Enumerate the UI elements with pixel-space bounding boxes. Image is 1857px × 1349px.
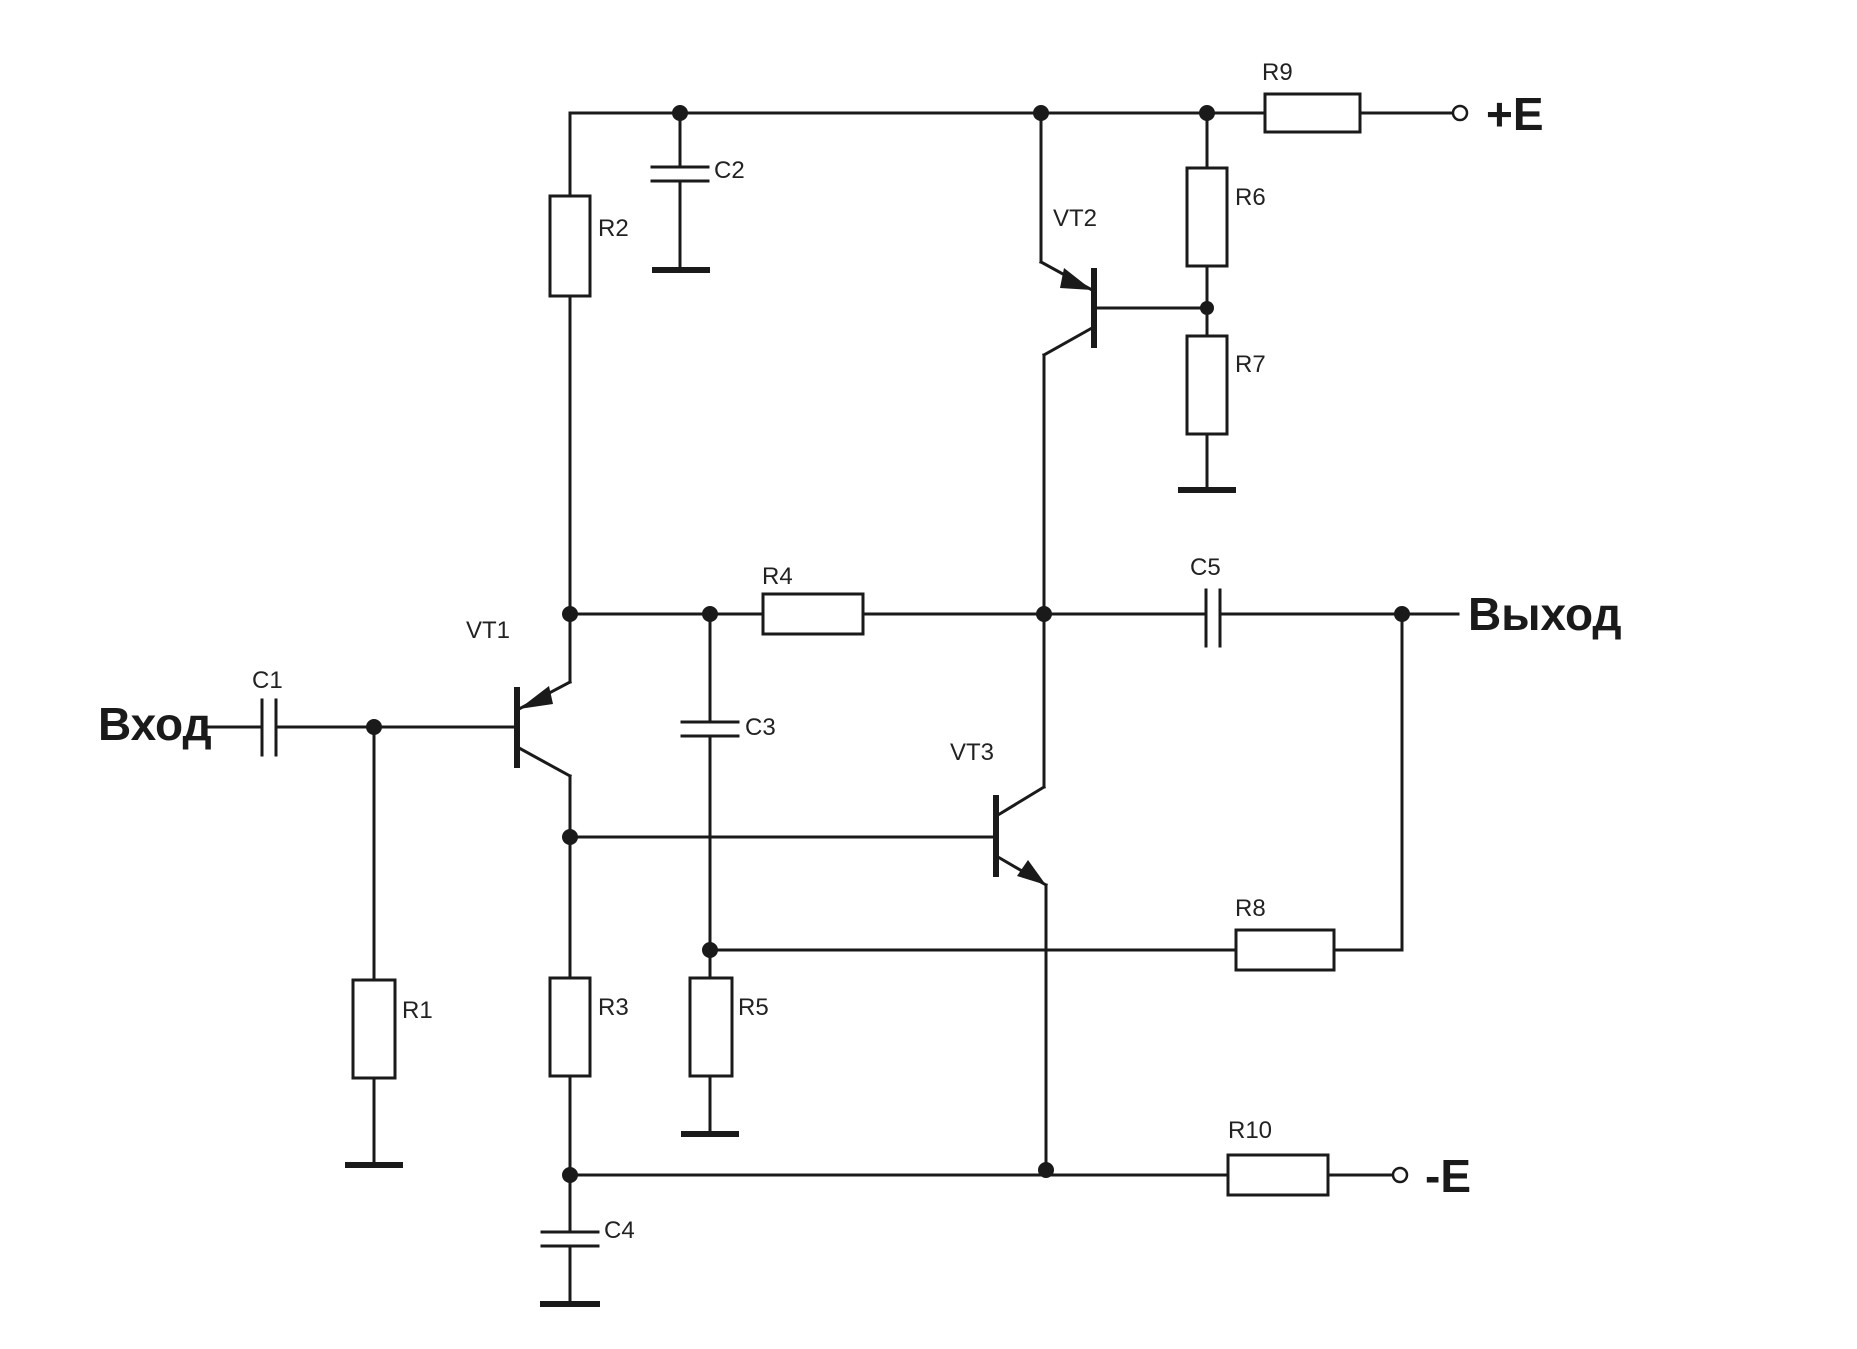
label-vt2: VT2 (1053, 205, 1097, 232)
resistor-r10 (1226, 1153, 1330, 1197)
emitter-arrow (1017, 860, 1046, 885)
emitter-arrow (519, 686, 553, 709)
junction-dots (366, 105, 1410, 1183)
junction-dot (702, 942, 718, 958)
junction-dot (562, 606, 578, 622)
label-vt3: VT3 (950, 739, 994, 766)
label-r3: R3 (598, 994, 629, 1021)
plus-supply-label: +E (1486, 88, 1544, 140)
label-r2: R2 (598, 215, 629, 242)
labels: Вход Выход +E -E R9 R2 C2 R6 VT2 R7 R4 C… (98, 59, 1622, 1244)
resistor-r8 (1234, 928, 1336, 972)
transistor-vt3 (993, 612, 1049, 1177)
junction-dot (1033, 105, 1049, 121)
resistor-r3 (548, 976, 592, 1078)
plus-supply-terminal (1451, 104, 1469, 122)
label-r8: R8 (1235, 895, 1266, 922)
lower-left-net (540, 835, 1230, 1307)
label-r5: R5 (738, 994, 769, 1021)
minus-supply-label: -E (1425, 1150, 1471, 1202)
junction-dot (702, 606, 718, 622)
label-c4: C4 (604, 1217, 635, 1244)
label-c2: C2 (714, 157, 745, 184)
middle-net (568, 588, 1460, 952)
r6-r7-divider (1092, 111, 1236, 493)
r2-branch (548, 111, 592, 616)
resistor-r5 (688, 976, 734, 1078)
emitter-arrow (1060, 268, 1092, 290)
junction-dot (366, 719, 382, 735)
c3-r5-net (680, 612, 1404, 1137)
junction-dot (1199, 105, 1215, 121)
resistor-r1 (351, 978, 397, 1080)
transistor-vt2 (1038, 111, 1097, 616)
resistor-r4 (761, 592, 865, 636)
negative-rail (1226, 1153, 1409, 1197)
junction-dot (672, 105, 688, 121)
junction-dot (1038, 1162, 1054, 1178)
input-net (205, 698, 516, 1168)
transistor-vt1 (514, 612, 573, 980)
resistor-r7 (1185, 334, 1229, 436)
label-r6: R6 (1235, 184, 1266, 211)
label-r4: R4 (762, 563, 793, 590)
label-r7: R7 (1235, 351, 1266, 378)
output-label: Выход (1468, 588, 1622, 640)
minus-supply-terminal (1391, 1166, 1409, 1184)
label-c3: C3 (745, 714, 776, 741)
junction-dot (1394, 606, 1410, 622)
positive-rail (568, 92, 1469, 134)
capacitor-c2 (650, 111, 710, 273)
resistor-r9 (1263, 92, 1362, 134)
label-r9: R9 (1262, 59, 1293, 86)
junction-dot (562, 1167, 578, 1183)
junction-dot (1036, 606, 1052, 622)
junction-dot (562, 829, 578, 845)
input-label: Вход (98, 698, 212, 750)
label-r10: R10 (1228, 1117, 1272, 1144)
label-r1: R1 (402, 997, 433, 1024)
resistor-r2 (548, 194, 592, 298)
resistor-r6 (1185, 166, 1229, 268)
label-c1: C1 (252, 667, 283, 694)
junction-dot (1200, 301, 1214, 315)
label-c5: C5 (1190, 554, 1221, 581)
label-vt1: VT1 (466, 617, 510, 644)
